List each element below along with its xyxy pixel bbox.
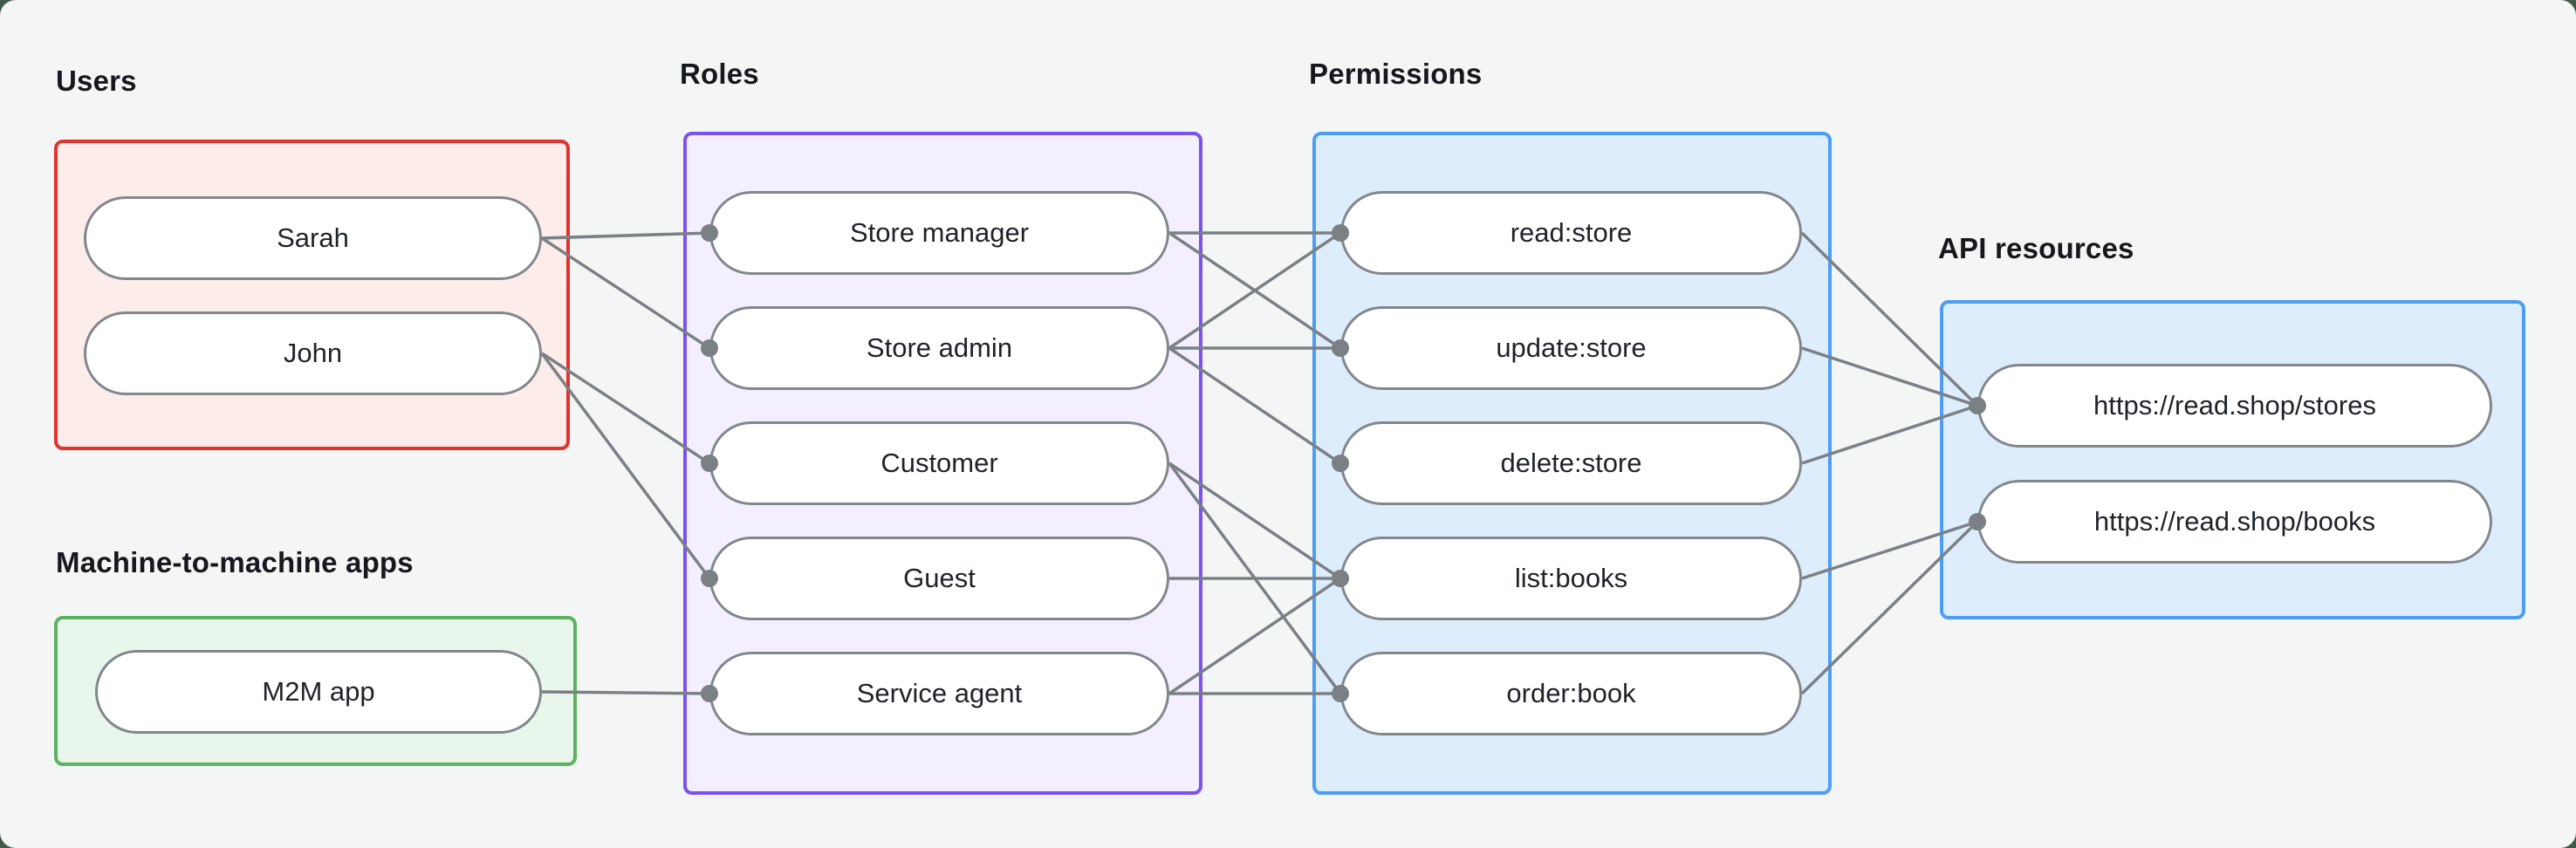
node-label: Service agent: [856, 678, 1023, 708]
node-sarah: Sarah: [84, 196, 542, 280]
node-label: Store manager: [849, 217, 1030, 248]
node-label: Guest: [903, 563, 976, 593]
node-store-admin: Store admin: [709, 306, 1169, 390]
node-label: list:books: [1514, 563, 1628, 593]
node-label: order:book: [1506, 678, 1636, 708]
node-order-book: order:book: [1340, 652, 1802, 735]
node-label: https://read.shop/stores: [2093, 390, 2376, 421]
node-delete-store: delete:store: [1340, 421, 1802, 505]
node-label: delete:store: [1500, 448, 1642, 478]
m2m-apps-group-label: Machine-to-machine apps: [56, 546, 414, 578]
node-label: update:store: [1496, 332, 1647, 363]
api-resources-group-box: [1940, 300, 2525, 619]
node-guest: Guest: [709, 537, 1169, 620]
node-john: John: [84, 311, 542, 395]
node-books-api: https://read.shop/books: [1977, 480, 2492, 564]
users-group-box: [54, 140, 570, 450]
node-label: M2M app: [262, 676, 375, 707]
node-label: Store admin: [866, 332, 1013, 363]
node-store-manager: Store manager: [709, 191, 1169, 275]
node-m2m-app: M2M app: [95, 650, 542, 734]
permissions-group-label: Permissions: [1309, 58, 1483, 90]
api-resources-group-label: API resources: [1938, 232, 2134, 264]
node-list-books: list:books: [1340, 537, 1802, 620]
node-label: John: [283, 338, 343, 368]
users-group-label: Users: [56, 65, 137, 97]
node-stores-api: https://read.shop/stores: [1977, 364, 2492, 448]
node-read-store: read:store: [1340, 191, 1802, 275]
node-label: https://read.shop/books: [2093, 506, 2376, 537]
node-label: read:store: [1510, 217, 1633, 248]
node-label: Customer: [880, 448, 998, 478]
roles-group-label: Roles: [680, 58, 759, 90]
node-update-store: update:store: [1340, 306, 1802, 390]
node-service-agent: Service agent: [709, 652, 1169, 735]
node-label: Sarah: [277, 222, 349, 253]
node-customer: Customer: [709, 421, 1169, 505]
